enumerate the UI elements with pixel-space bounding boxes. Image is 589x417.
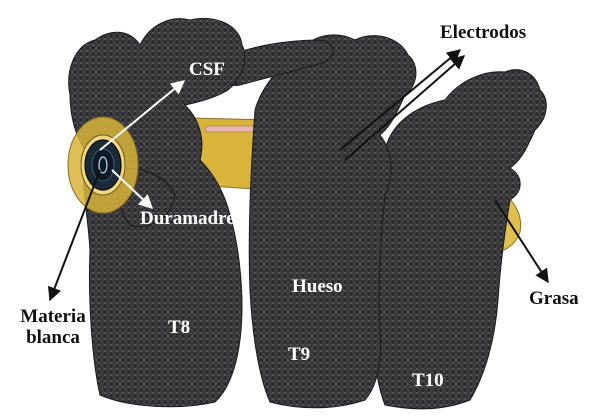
label-csf: CSF xyxy=(189,59,225,80)
label-materia-blanca: Materia blanca xyxy=(8,306,98,348)
label-materia-line1: Materia xyxy=(8,306,98,327)
electrode-1 xyxy=(205,126,255,132)
spinal-cross-section xyxy=(68,117,138,213)
white-matter xyxy=(92,149,114,181)
label-t9: T9 xyxy=(288,344,310,365)
label-t8: T8 xyxy=(168,317,190,338)
label-t10: T10 xyxy=(412,370,444,391)
label-electrodos: Electrodos xyxy=(440,22,526,43)
label-duramadre: Duramadre xyxy=(140,208,235,229)
label-grasa: Grasa xyxy=(529,288,579,309)
label-hueso: Hueso xyxy=(292,276,343,297)
label-materia-line2: blanca xyxy=(8,327,98,348)
